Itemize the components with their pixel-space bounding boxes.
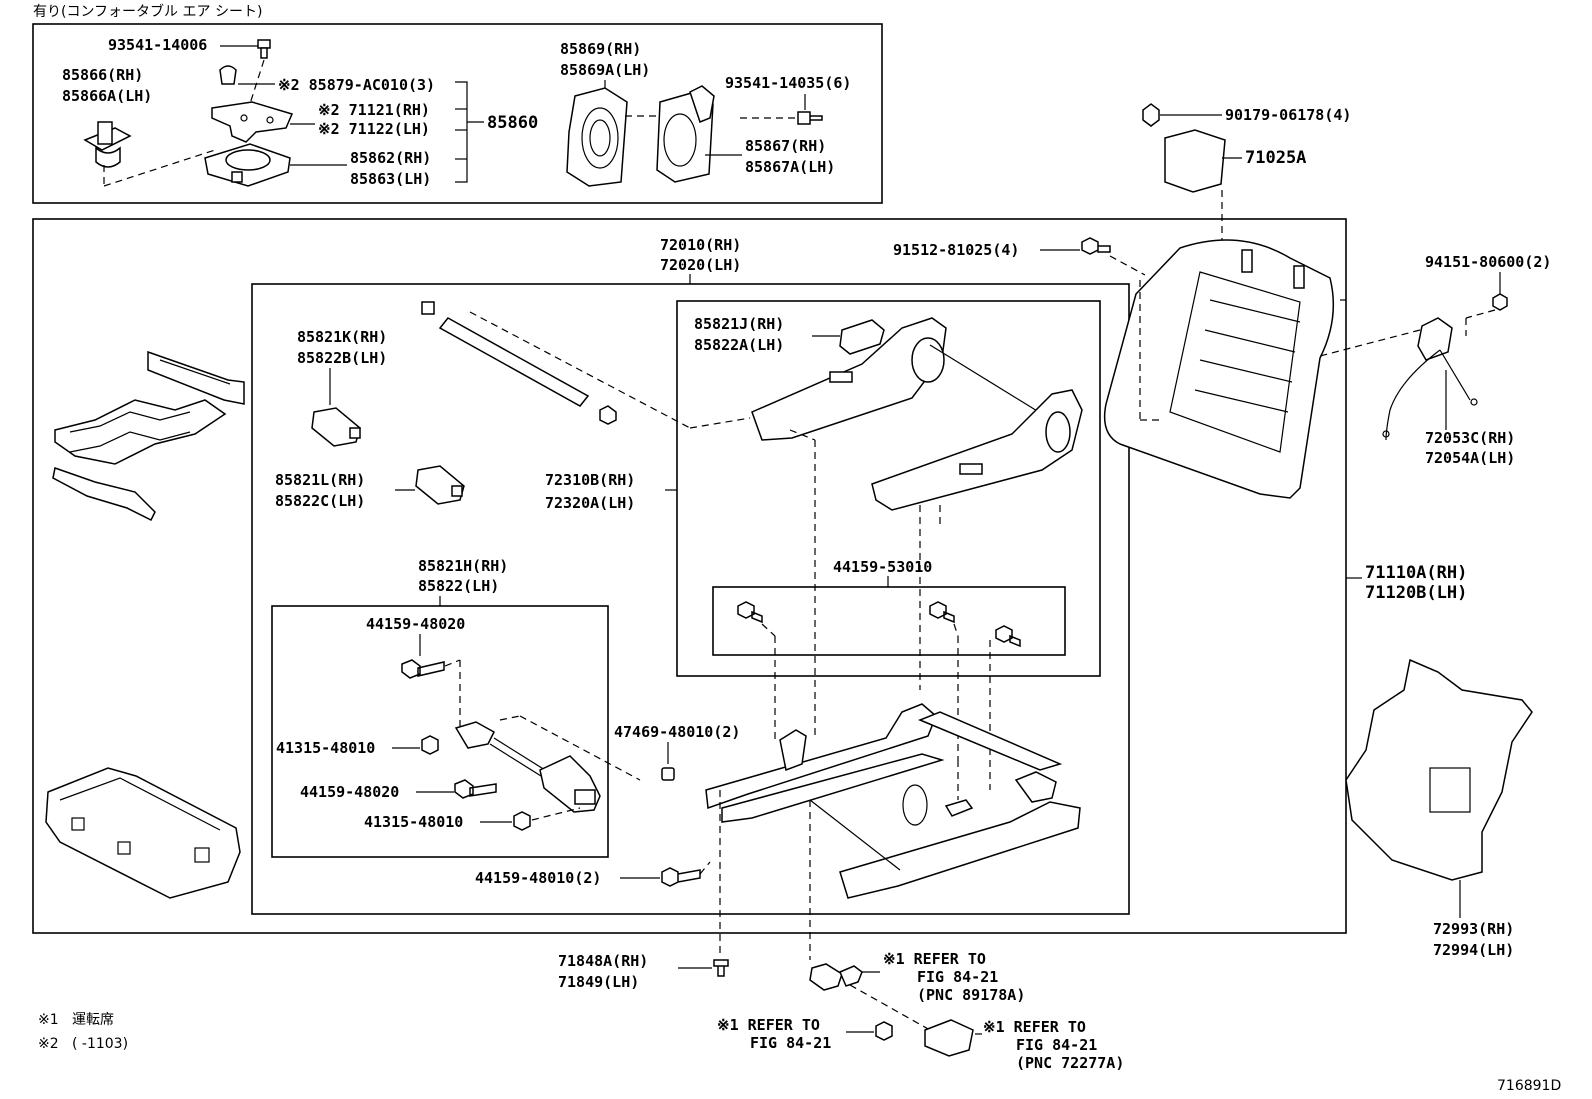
- ref3-line-c[interactable]: (PNC 72277A): [1016, 1054, 1124, 1072]
- part-71025a: [1164, 129, 1226, 193]
- clip-85879: [219, 65, 237, 85]
- bolt-ref2: [875, 1021, 893, 1041]
- bolt-91512: [1081, 237, 1111, 255]
- seat-spring-parts: [52, 350, 245, 522]
- seat-track-assembly: [705, 703, 1081, 899]
- callout-85869a-lh[interactable]: 85869A(LH): [560, 61, 650, 79]
- callout-85867-rh[interactable]: 85867(RH): [745, 137, 826, 155]
- bolt-44159-48020-a: [401, 659, 445, 679]
- callout-85866-rh[interactable]: 85866(RH): [62, 66, 143, 84]
- ref3-line-a[interactable]: ※1 REFER TO: [983, 1018, 1086, 1036]
- nut-90179: [1142, 103, 1160, 127]
- callout-71121[interactable]: ※2 71121(RH): [318, 101, 430, 119]
- seat-cushion-frame: [45, 767, 241, 899]
- drawing-number: 716891D: [1497, 1078, 1561, 1094]
- torsion-bar: [421, 301, 617, 425]
- callout-85879[interactable]: ※2 85879-AC010(3): [278, 76, 435, 94]
- callout-85822b-lh[interactable]: 85822B(LH): [297, 349, 387, 367]
- note-1-mark: ※1: [38, 1012, 59, 1028]
- panel-72993: [1345, 658, 1533, 881]
- ref-part-72277a: [924, 1019, 974, 1057]
- callout-72994-lh[interactable]: 72994(LH): [1433, 941, 1514, 959]
- part-85866: [83, 121, 132, 168]
- callout-47469[interactable]: 47469-48010(2): [614, 723, 740, 741]
- callout-85821h-rh[interactable]: 85821H(RH): [418, 557, 508, 575]
- part-85869: [566, 87, 628, 187]
- ref1-line-c[interactable]: (PNC 89178A): [917, 986, 1025, 1004]
- bolt-44159-48010: [661, 867, 701, 887]
- note-2-text: ( -1103): [72, 1036, 128, 1052]
- recliner-frame: [676, 300, 1101, 677]
- bolt-93541-14006: [257, 39, 271, 59]
- bolts-44159-53010: [737, 601, 1021, 648]
- nut-94151: [1492, 293, 1508, 311]
- callout-44159-53010[interactable]: 44159-53010: [833, 558, 932, 576]
- ref2-line-a[interactable]: ※1 REFER TO: [717, 1016, 820, 1034]
- callout-71025a[interactable]: 71025A: [1245, 148, 1306, 168]
- cable-72053c: [1382, 317, 1478, 441]
- callout-72010-rh[interactable]: 72010(RH): [660, 236, 741, 254]
- nut-41315-48010-a: [421, 735, 439, 755]
- callout-85822a-lh[interactable]: 85822A(LH): [694, 336, 784, 354]
- top-left-group-frame: [32, 23, 883, 204]
- ref1-line-a[interactable]: ※1 REFER TO: [883, 950, 986, 968]
- ref1-line-b[interactable]: FIG 84-21: [917, 968, 998, 986]
- callout-41315-48010-b[interactable]: 41315-48010: [364, 813, 463, 831]
- callout-85867a-lh[interactable]: 85867A(LH): [745, 158, 835, 176]
- ref2-line-b[interactable]: FIG 84-21: [750, 1034, 831, 1052]
- callout-72020-lh[interactable]: 72020(LH): [660, 256, 741, 274]
- callout-72054a-lh[interactable]: 72054A(LH): [1425, 449, 1515, 467]
- note-1-text: 運転席: [72, 1012, 114, 1028]
- callout-94151[interactable]: 94151-80600(2): [1425, 253, 1551, 271]
- callout-85821l-rh[interactable]: 85821L(RH): [275, 471, 365, 489]
- bolt-93541-14035: [797, 111, 823, 125]
- callout-85821j-rh[interactable]: 85821J(RH): [694, 315, 784, 333]
- callout-71848a-rh[interactable]: 71848A(RH): [558, 952, 648, 970]
- callout-85866a-lh[interactable]: 85866A(LH): [62, 87, 152, 105]
- header-note: 有り(コンフォータブル エア シート): [33, 3, 262, 20]
- callout-72320a-lh[interactable]: 72320A(LH): [545, 494, 635, 512]
- connector-85821k: [311, 407, 361, 447]
- note-2-mark: ※2: [38, 1036, 59, 1052]
- connector-85821j: [839, 319, 885, 355]
- callout-71110a-rh[interactable]: 71110A(RH): [1365, 563, 1467, 583]
- callout-44159-48010[interactable]: 44159-48010(2): [475, 869, 601, 887]
- callout-93541-14035[interactable]: 93541-14035(6): [725, 74, 851, 92]
- callout-71849-lh[interactable]: 71849(LH): [558, 973, 639, 991]
- callout-41315-48010-a[interactable]: 41315-48010: [276, 739, 375, 757]
- callout-85821k-rh[interactable]: 85821K(RH): [297, 328, 387, 346]
- callout-72993-rh[interactable]: 72993(RH): [1433, 920, 1514, 938]
- seat-assembly-frame: [32, 218, 1347, 934]
- washer-47469: [661, 767, 675, 781]
- callout-85822-lh[interactable]: 85822(LH): [418, 577, 499, 595]
- bracket-71121: [211, 101, 294, 143]
- callout-72310b-rh[interactable]: 72310B(RH): [545, 471, 635, 489]
- callout-85863[interactable]: 85863(LH): [350, 170, 431, 188]
- callout-91512[interactable]: 91512-81025(4): [893, 241, 1019, 259]
- callout-44159-48020-a[interactable]: 44159-48020: [366, 615, 465, 633]
- callout-90179[interactable]: 90179-06178(4): [1225, 106, 1351, 124]
- seat-motor-assembly: [454, 721, 601, 813]
- fastener-71848a: [713, 959, 729, 977]
- callout-71122[interactable]: ※2 71122(LH): [318, 120, 430, 138]
- callout-93541-14006[interactable]: 93541-14006: [108, 36, 207, 54]
- callout-44159-48020-b[interactable]: 44159-48020: [300, 783, 399, 801]
- bolt-group-frame: [712, 586, 1066, 656]
- ref3-line-b[interactable]: FIG 84-21: [1016, 1036, 1097, 1054]
- connector-85821l: [415, 465, 465, 505]
- callout-85869-rh[interactable]: 85869(RH): [560, 40, 641, 58]
- part-85867: [656, 85, 715, 183]
- seatback-frame-71110a: [1103, 239, 1335, 499]
- callout-85822c-lh[interactable]: 85822C(LH): [275, 492, 365, 510]
- callout-85862[interactable]: 85862(RH): [350, 149, 431, 167]
- nut-41315-48010-b: [513, 811, 531, 831]
- callout-85860[interactable]: 85860: [487, 113, 538, 133]
- ref-connector-89178a: [809, 963, 863, 991]
- part-85862: [204, 143, 291, 187]
- callout-71120b-lh[interactable]: 71120B(LH): [1365, 583, 1467, 603]
- callout-72053c-rh[interactable]: 72053C(RH): [1425, 429, 1515, 447]
- recliner-assembly-72310b: [751, 317, 1083, 511]
- bolt-44159-48020-b: [454, 779, 497, 799]
